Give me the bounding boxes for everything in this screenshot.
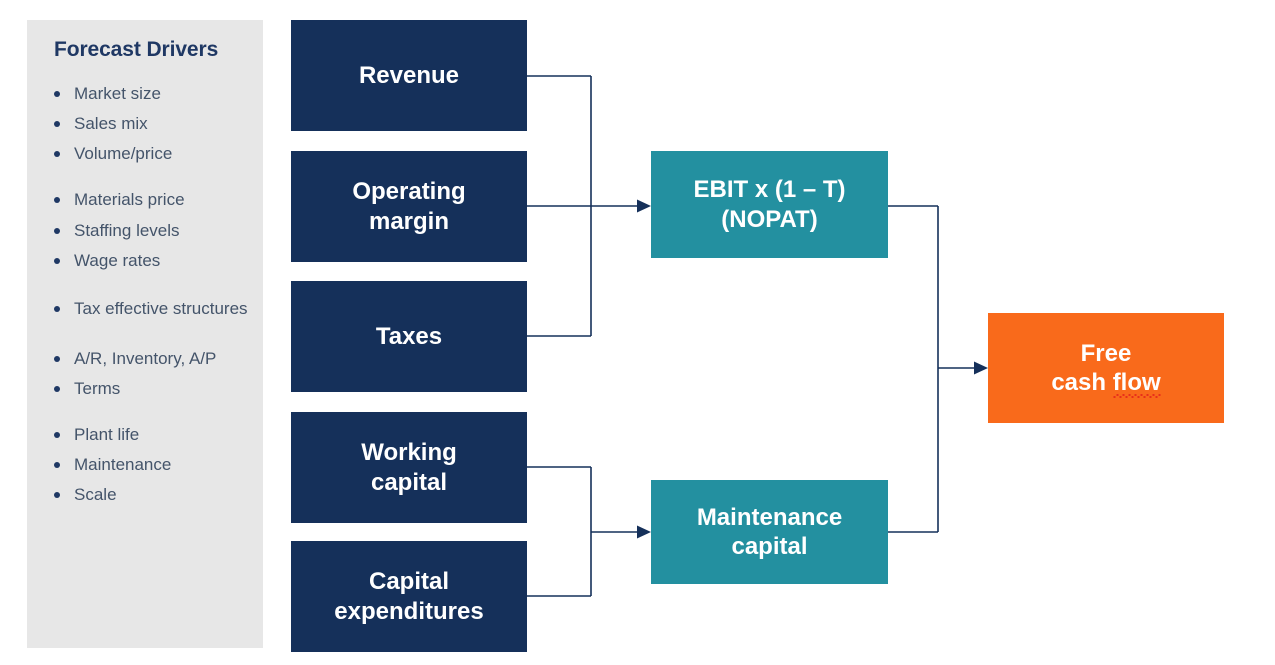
bullet-dot-icon (54, 91, 60, 97)
bullet-dot-icon (54, 432, 60, 439)
node-free-cash-flow-line2b-spellcheck: flow (1112, 369, 1161, 396)
bullet-dot-icon (54, 386, 60, 392)
list-item-label: Plant life (74, 425, 140, 445)
list-item-label: Tax effective structures (74, 298, 248, 318)
bullet-dot-icon (54, 462, 60, 469)
list-item: Tax effective structures (54, 297, 249, 321)
list-item-label: Market size (74, 84, 161, 103)
list-item: Sales mix (54, 112, 249, 136)
node-free-cash-flow-line2a: cash (1051, 369, 1113, 396)
node-maintenance-capital-line2: capital (731, 533, 808, 560)
bullet-dot-icon (54, 121, 60, 128)
list-item: Terms (54, 377, 249, 401)
bullet-dot-icon (54, 355, 60, 362)
list-item-label: Staffing levels (74, 220, 180, 240)
list-item-label: Terms (74, 379, 121, 398)
node-capital-expenditures[interactable]: Capital expenditures (291, 541, 527, 652)
driver-group-working-capital: A/R, Inventory, A/P Terms (54, 347, 249, 401)
node-free-cash-flow[interactable]: Free cash flow (988, 313, 1224, 423)
node-working-capital-line1: Working (361, 439, 457, 467)
node-free-cash-flow-line1: Free (1080, 339, 1132, 367)
arrowhead-nopat (637, 199, 651, 213)
list-item: Wage rates (54, 249, 249, 273)
arrowhead-maintenance-capital (637, 525, 651, 539)
node-maintenance-capital-line1: Maintenance (696, 503, 843, 531)
list-item: Maintenance (54, 453, 249, 477)
page-title: Forecast Drivers (54, 38, 219, 61)
list-item: A/R, Inventory, A/P (54, 347, 249, 371)
list-item-label: Volume/price (74, 144, 173, 164)
list-item-label: Materials price (74, 190, 185, 210)
bullet-dot-icon (54, 227, 60, 234)
node-nopat-line2: (NOPAT) (721, 205, 818, 233)
list-item: Staffing levels (54, 219, 249, 243)
bullet-dot-icon (54, 492, 60, 499)
node-nopat-line1: EBIT x (1 – T) (693, 176, 846, 204)
list-item: Materials price (54, 188, 249, 212)
forecast-drivers-panel: Forecast Drivers Market size Sales mix V… (27, 20, 263, 648)
node-operating-margin[interactable]: Operating margin (291, 151, 527, 262)
node-taxes[interactable]: Taxes (291, 281, 527, 392)
node-working-capital[interactable]: Working capital (291, 412, 527, 523)
list-item: Volume/price (54, 142, 249, 166)
node-revenue-label: Revenue (358, 61, 460, 89)
node-working-capital-line2: capital (370, 468, 448, 496)
list-item: Plant life (54, 423, 249, 447)
node-taxes-label: Taxes (375, 322, 443, 350)
bullet-dot-icon (54, 305, 60, 312)
node-operating-margin-line1: Operating (352, 178, 466, 206)
list-item-label: Maintenance (74, 455, 172, 475)
node-nopat[interactable]: EBIT x (1 – T) (NOPAT) (651, 151, 888, 258)
driver-group-taxes: Tax effective structures (54, 297, 249, 321)
node-maintenance-capital[interactable]: Maintenance capital (651, 480, 888, 584)
node-revenue[interactable]: Revenue (291, 20, 527, 131)
driver-group-revenue: Market size Sales mix Volume/price (54, 82, 249, 166)
list-item-label: Sales mix (74, 114, 148, 134)
list-item-label: A/R, Inventory, A/P (74, 348, 217, 368)
list-item-label: Wage rates (74, 250, 161, 270)
list-item-label: Scale (74, 485, 117, 505)
driver-group-operating-margin: Materials price Staffing levels Wage rat… (54, 188, 249, 272)
bullet-dot-icon (54, 151, 60, 158)
list-item: Market size (54, 82, 249, 106)
node-capital-expenditures-line2: expenditures (334, 597, 484, 625)
list-item: Scale (54, 483, 249, 507)
arrowhead-free-cash-flow (974, 361, 988, 375)
bullet-dot-icon (54, 257, 60, 264)
bullet-dot-icon (54, 197, 60, 204)
node-operating-margin-line2: margin (368, 207, 449, 235)
driver-group-capex: Plant life Maintenance Scale (54, 423, 249, 507)
node-capital-expenditures-line1: Capital (368, 568, 449, 596)
